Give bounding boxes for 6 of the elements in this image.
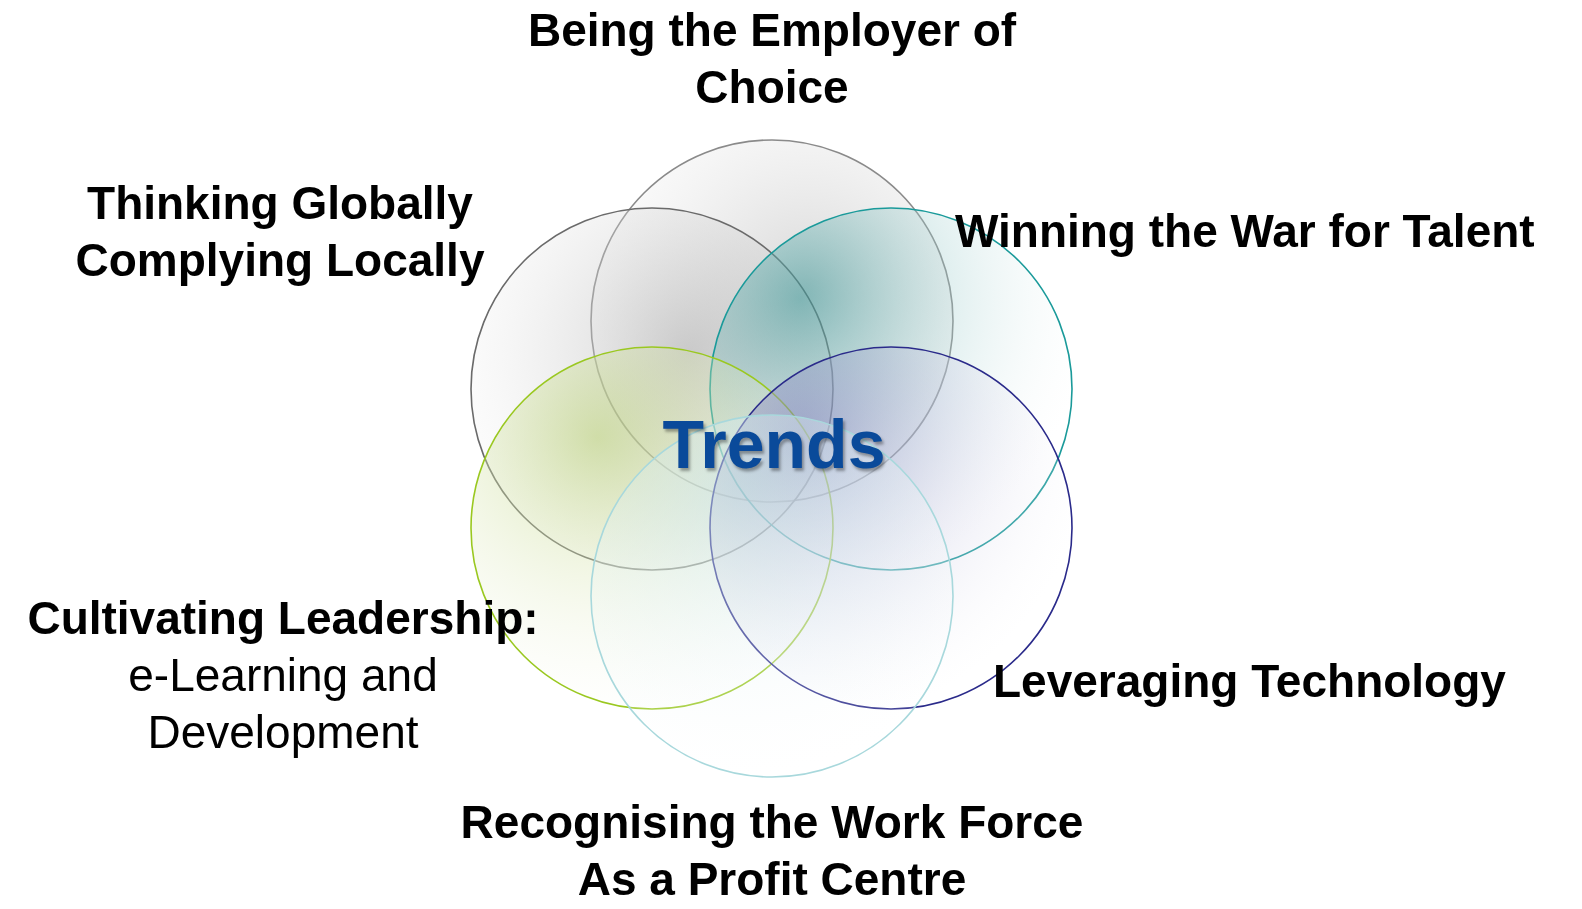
center-title: Trends <box>662 405 886 483</box>
circle-label: Recognising the Work Force As a Profit Centre <box>459 795 1085 907</box>
circle-label: Thinking Globally Complying Locally <box>74 176 486 288</box>
circle-label: Being the Employer of Choice <box>527 3 1017 115</box>
circle-subtitle: e-Learning and Development <box>127 648 439 760</box>
circle-label: Leveraging Technology <box>993 654 1507 709</box>
